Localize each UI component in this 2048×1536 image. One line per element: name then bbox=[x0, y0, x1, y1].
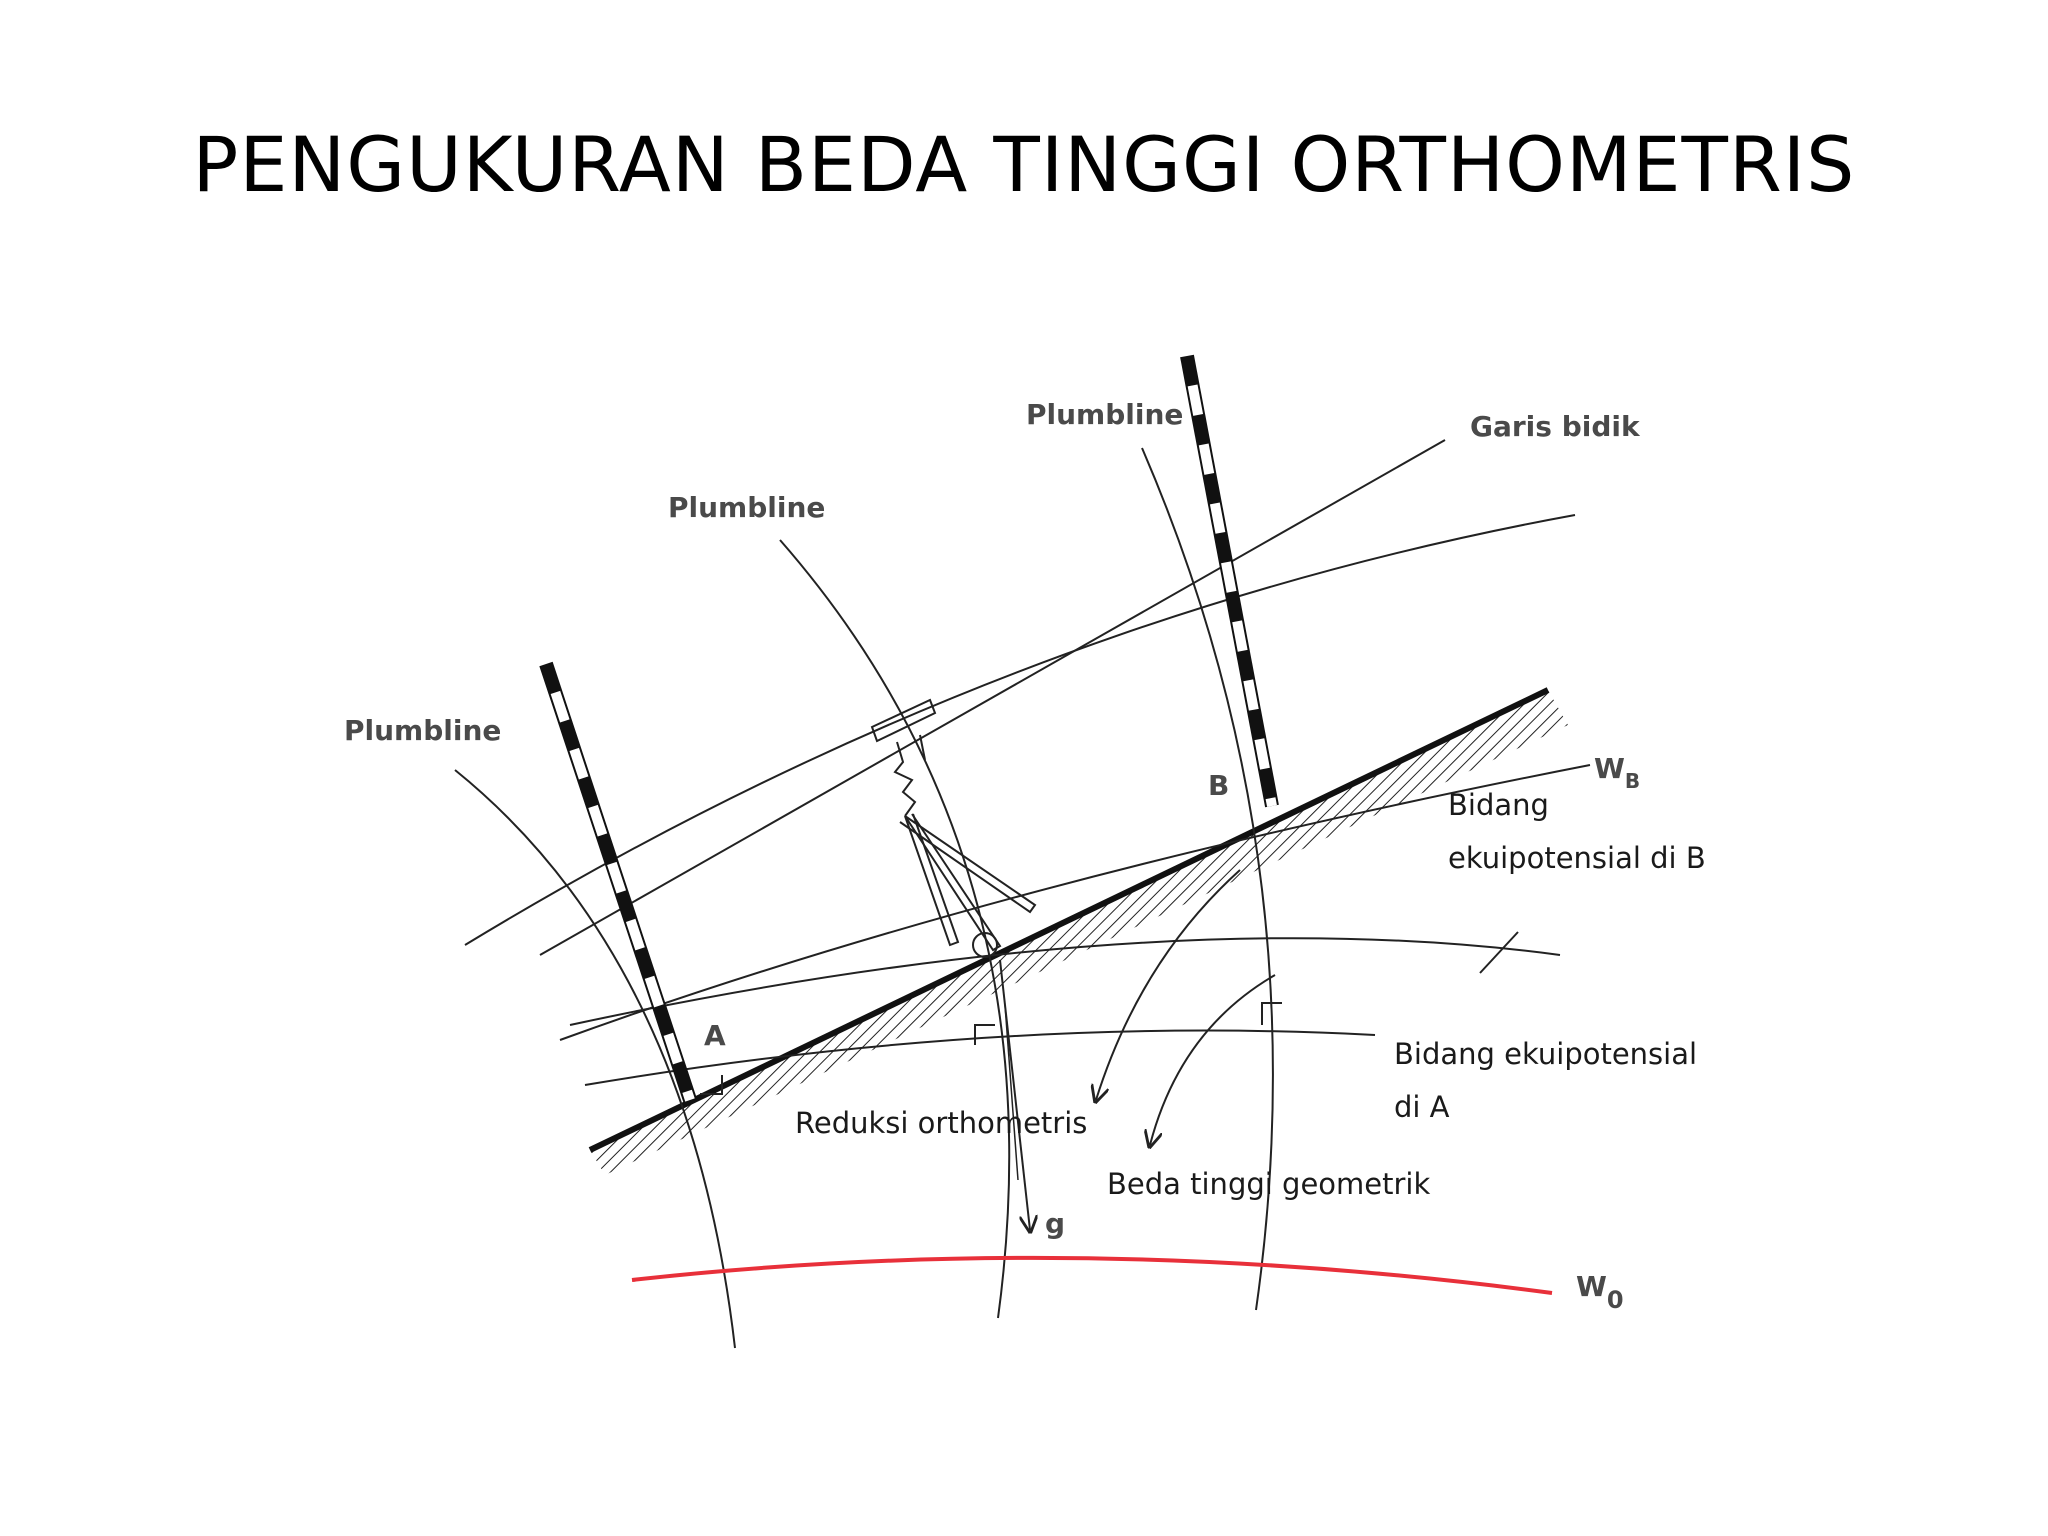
ground-surface-line bbox=[588, 687, 1550, 1153]
right-angle-marker-mid bbox=[974, 1024, 995, 1045]
right-angle-marker-a bbox=[700, 1075, 723, 1095]
g-label: g bbox=[1045, 1207, 1065, 1240]
plumbline-right-label: Plumbline bbox=[1026, 398, 1183, 431]
plumbline-middle-label: Plumbline bbox=[668, 491, 825, 524]
plumbline-right bbox=[1141, 447, 1274, 1311]
bidang-b-label-line1: Bidang bbox=[1448, 788, 1549, 822]
plumbline-middle bbox=[779, 539, 1011, 1319]
beda-tinggi-label: Beda tinggi geometrik bbox=[1107, 1167, 1430, 1201]
wb-subscript: B bbox=[1625, 769, 1640, 793]
plumbline-left-label: Plumbline bbox=[344, 714, 501, 747]
garis-bidik-label: Garis bidik bbox=[1470, 410, 1641, 443]
point-b-label: B bbox=[1208, 769, 1229, 802]
w0-letter: W bbox=[1576, 1270, 1607, 1303]
equipotential-surface-a bbox=[584, 1029, 1376, 1086]
bidang-a-label-line1: Bidang ekuipotensial bbox=[1394, 1037, 1697, 1071]
leveling-staff-a bbox=[539, 661, 697, 1103]
line-of-sight-2 bbox=[464, 514, 1576, 946]
terrain-hatching bbox=[590, 690, 1568, 1175]
plumbline-left bbox=[454, 769, 736, 1349]
reference-surface-w0 bbox=[631, 1255, 1553, 1295]
bidang-b-label-line2: ekuipotensial di B bbox=[1448, 841, 1706, 875]
equipotential-tick bbox=[1479, 931, 1519, 974]
equipotential-surface-middle bbox=[569, 937, 1561, 1026]
leveling-staff-b bbox=[1180, 354, 1279, 808]
wb-label: WB bbox=[1594, 752, 1640, 793]
wb-letter: W bbox=[1594, 752, 1625, 785]
beda-tinggi-arrow bbox=[1150, 974, 1276, 1145]
w0-label: W0 bbox=[1576, 1270, 1624, 1314]
line-of-sight-1 bbox=[539, 439, 1446, 956]
gravity-vector-g bbox=[999, 959, 1030, 1230]
reduksi-arrow bbox=[1096, 869, 1241, 1100]
slide-title: PENGUKURAN BEDA TINGGI ORTHOMETRIS bbox=[192, 120, 1856, 209]
point-a-label: A bbox=[704, 1019, 726, 1052]
bidang-a-label-line2: di A bbox=[1394, 1090, 1450, 1124]
leveling-instrument bbox=[870, 698, 1037, 958]
w0-subscript: 0 bbox=[1607, 1286, 1624, 1314]
gravity-vector-g-shadow bbox=[1004, 1004, 1019, 1181]
reduksi-label: Reduksi orthometris bbox=[795, 1106, 1087, 1140]
right-angle-marker-b bbox=[1261, 1002, 1282, 1025]
equipotential-surface-b bbox=[559, 764, 1591, 1041]
